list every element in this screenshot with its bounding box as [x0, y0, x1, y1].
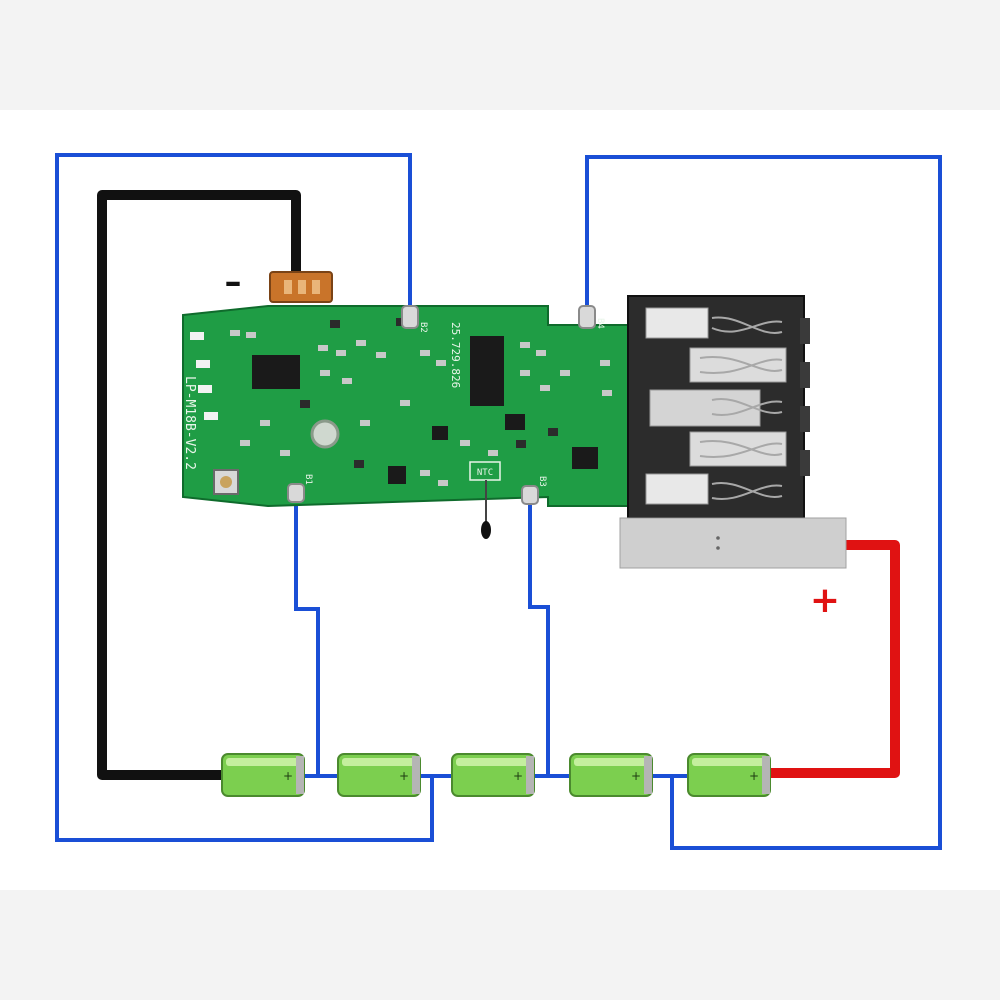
battery-cells: + + + + +: [221, 753, 771, 797]
pad-label-b4: B4: [595, 318, 605, 329]
balance-wire-b3: [528, 497, 550, 776]
terminal-slot-3: [649, 389, 761, 427]
cell-highlight: [574, 758, 648, 766]
balance-wires: [55, 153, 942, 850]
board-serial-label: 25.729.826: [449, 322, 462, 388]
cell-positive-mark: +: [513, 769, 523, 783]
cell-highlight: [226, 758, 300, 766]
positive-metal-plate: [619, 517, 847, 569]
ic-small-1: [505, 414, 525, 430]
led-1: [190, 332, 204, 340]
ntc-sensor: [481, 521, 491, 539]
cell-positive-mark: +: [283, 769, 293, 783]
cell-positive-mark: +: [631, 769, 641, 783]
battery-cell: +: [451, 753, 535, 797]
cell-highlight: [692, 758, 766, 766]
pad-b1: [287, 483, 305, 503]
bms-pcb: NTC LP-M18B-V2.2 25.729.826 B1 B2 B3 B4: [182, 271, 629, 539]
pad-label-b3: B3: [537, 476, 547, 487]
led-3: [198, 385, 212, 393]
ntc-label: NTC: [477, 468, 493, 478]
led-4: [204, 412, 218, 420]
pad-b4: [578, 305, 596, 329]
battery-cell: +: [337, 753, 421, 797]
battery-cell: +: [569, 753, 653, 797]
cell-highlight: [456, 758, 530, 766]
cell-cap: [762, 756, 770, 794]
cell-cap: [412, 756, 420, 794]
board-model-label: LP-M18B-V2.2: [182, 376, 197, 470]
balance-wire-b1: [294, 497, 320, 776]
cell-highlight: [342, 758, 416, 766]
ic-right: [572, 447, 598, 469]
pad-label-b2: B2: [418, 322, 428, 333]
cell-cap: [644, 756, 652, 794]
terminal-contacts: [699, 316, 783, 501]
balance-wire-b4: [585, 155, 942, 850]
cell-cap: [526, 756, 534, 794]
positive-wire: [770, 540, 900, 778]
terminal-slot-5: [645, 473, 709, 505]
battery-cell: +: [687, 753, 771, 797]
ic-center: [470, 336, 504, 406]
cell-positive-mark: +: [399, 769, 409, 783]
ic-small-2: [388, 466, 406, 484]
led-2: [196, 360, 210, 368]
ic-small-3: [432, 426, 448, 440]
ic-left: [252, 355, 300, 389]
mounting-hole: [310, 419, 340, 449]
pad-b2: [401, 305, 419, 329]
cell-cap: [296, 756, 304, 794]
negative-wire: [97, 190, 301, 780]
pad-b3: [521, 485, 539, 505]
negative-sign: –: [225, 262, 242, 302]
terminal-slot-1: [645, 307, 709, 339]
battery-cell: +: [221, 753, 305, 797]
cell-positive-mark: +: [749, 769, 759, 783]
terminal-slot-2: [689, 347, 787, 383]
terminal-slot-4: [689, 431, 787, 467]
positive-sign: +: [810, 580, 840, 621]
smd-components: [230, 330, 612, 486]
pad-label-b1: B1: [303, 474, 313, 485]
balance-wire-b2: [55, 153, 434, 842]
terminal-connector: [619, 295, 847, 569]
